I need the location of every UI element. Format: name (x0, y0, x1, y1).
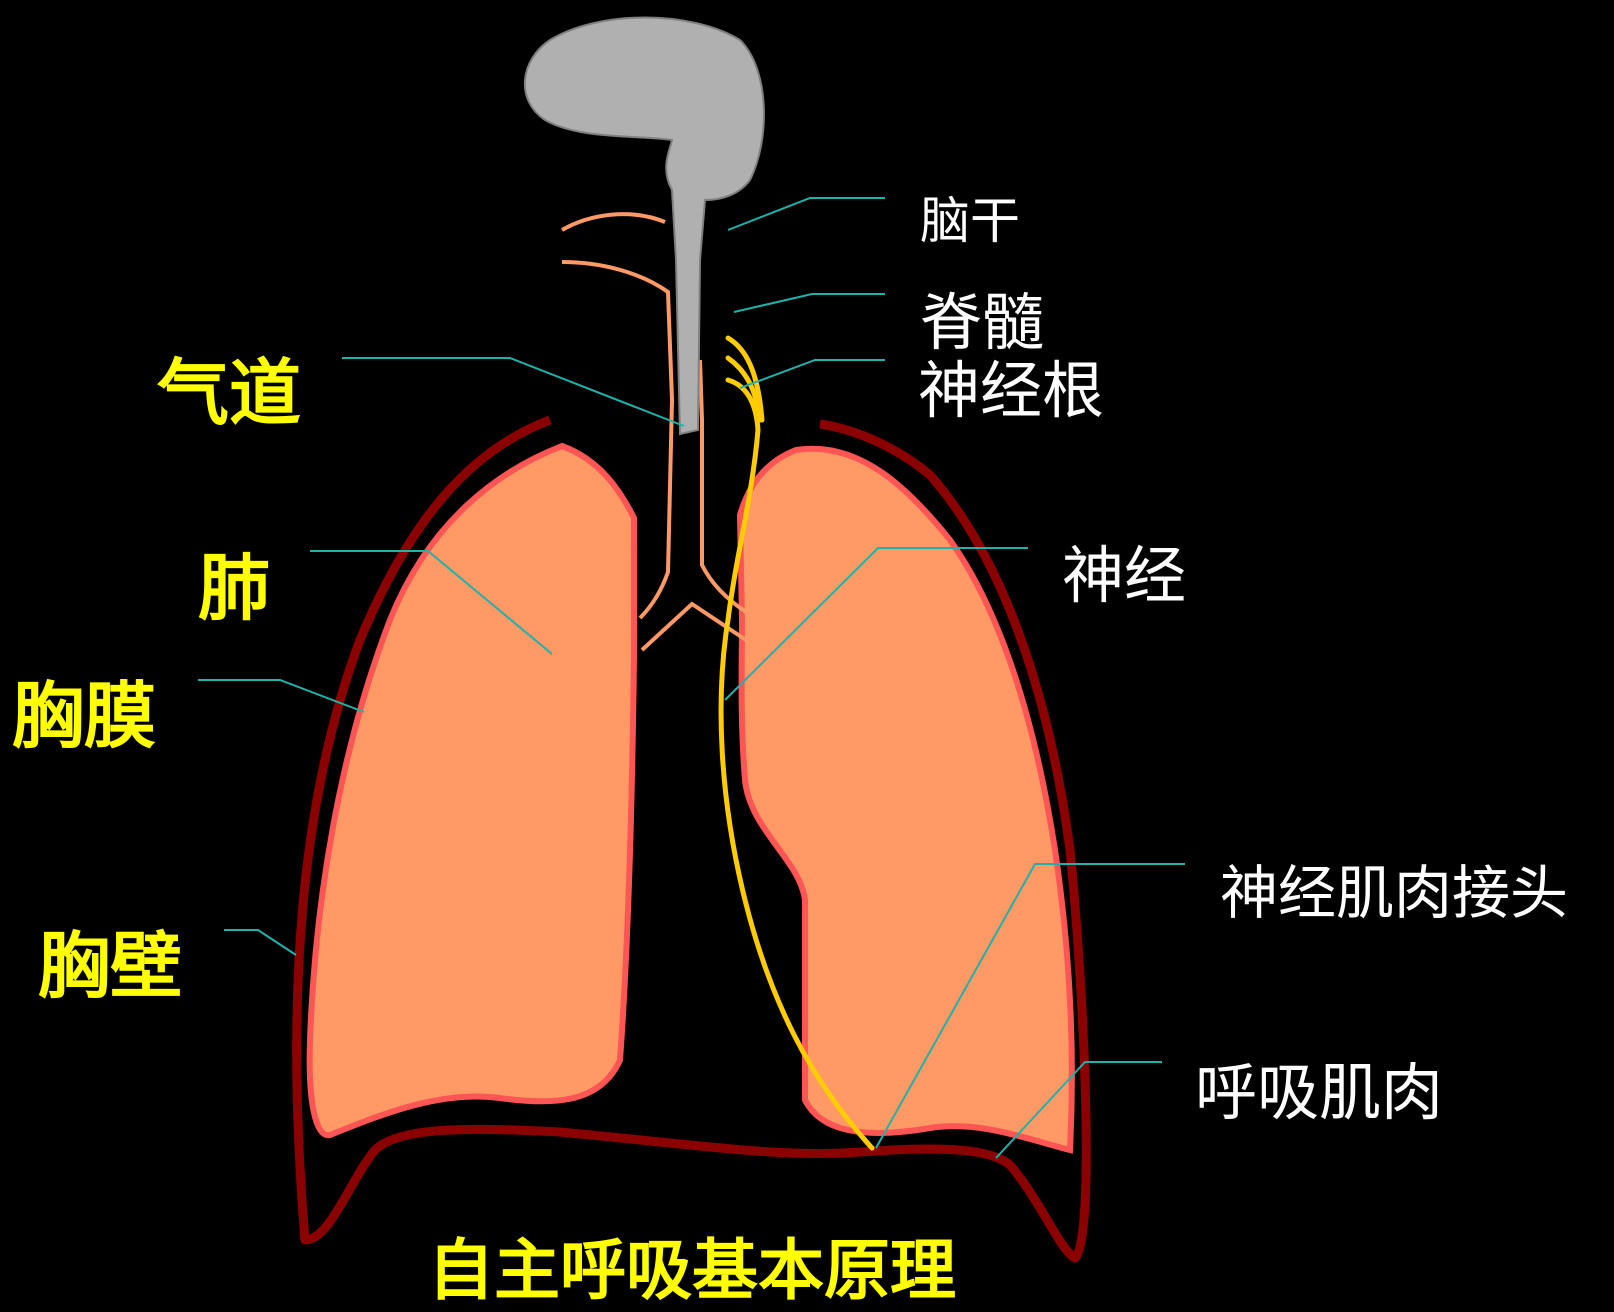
label-lung: 肺 (198, 552, 270, 624)
brainstem (525, 18, 764, 435)
label-pleura: 胸膜 (12, 680, 156, 752)
leader-chest-wall (224, 930, 296, 955)
label-nerve: 神经 (1062, 545, 1186, 607)
label-spinal-cord: 脊髓 (920, 292, 1044, 354)
leader-airway (342, 358, 684, 426)
label-chest-wall: 胸壁 (38, 930, 182, 1002)
label-respiratory-muscle: 呼吸肌肉 (1195, 1062, 1443, 1124)
label-brainstem: 脑干 (920, 196, 1020, 246)
leader-nerve-root (740, 360, 885, 388)
left-lung (310, 446, 634, 1135)
diagram-title: 自主呼吸基本原理 (428, 1238, 956, 1304)
leader-spinal-cord (734, 294, 885, 312)
label-neuromuscular-junction: 神经肌肉接头 (1220, 864, 1568, 922)
right-lung (740, 449, 1072, 1150)
label-airway: 气道 (157, 357, 301, 429)
label-nerve-root: 神经根 (918, 360, 1104, 422)
leader-brainstem (728, 198, 885, 230)
